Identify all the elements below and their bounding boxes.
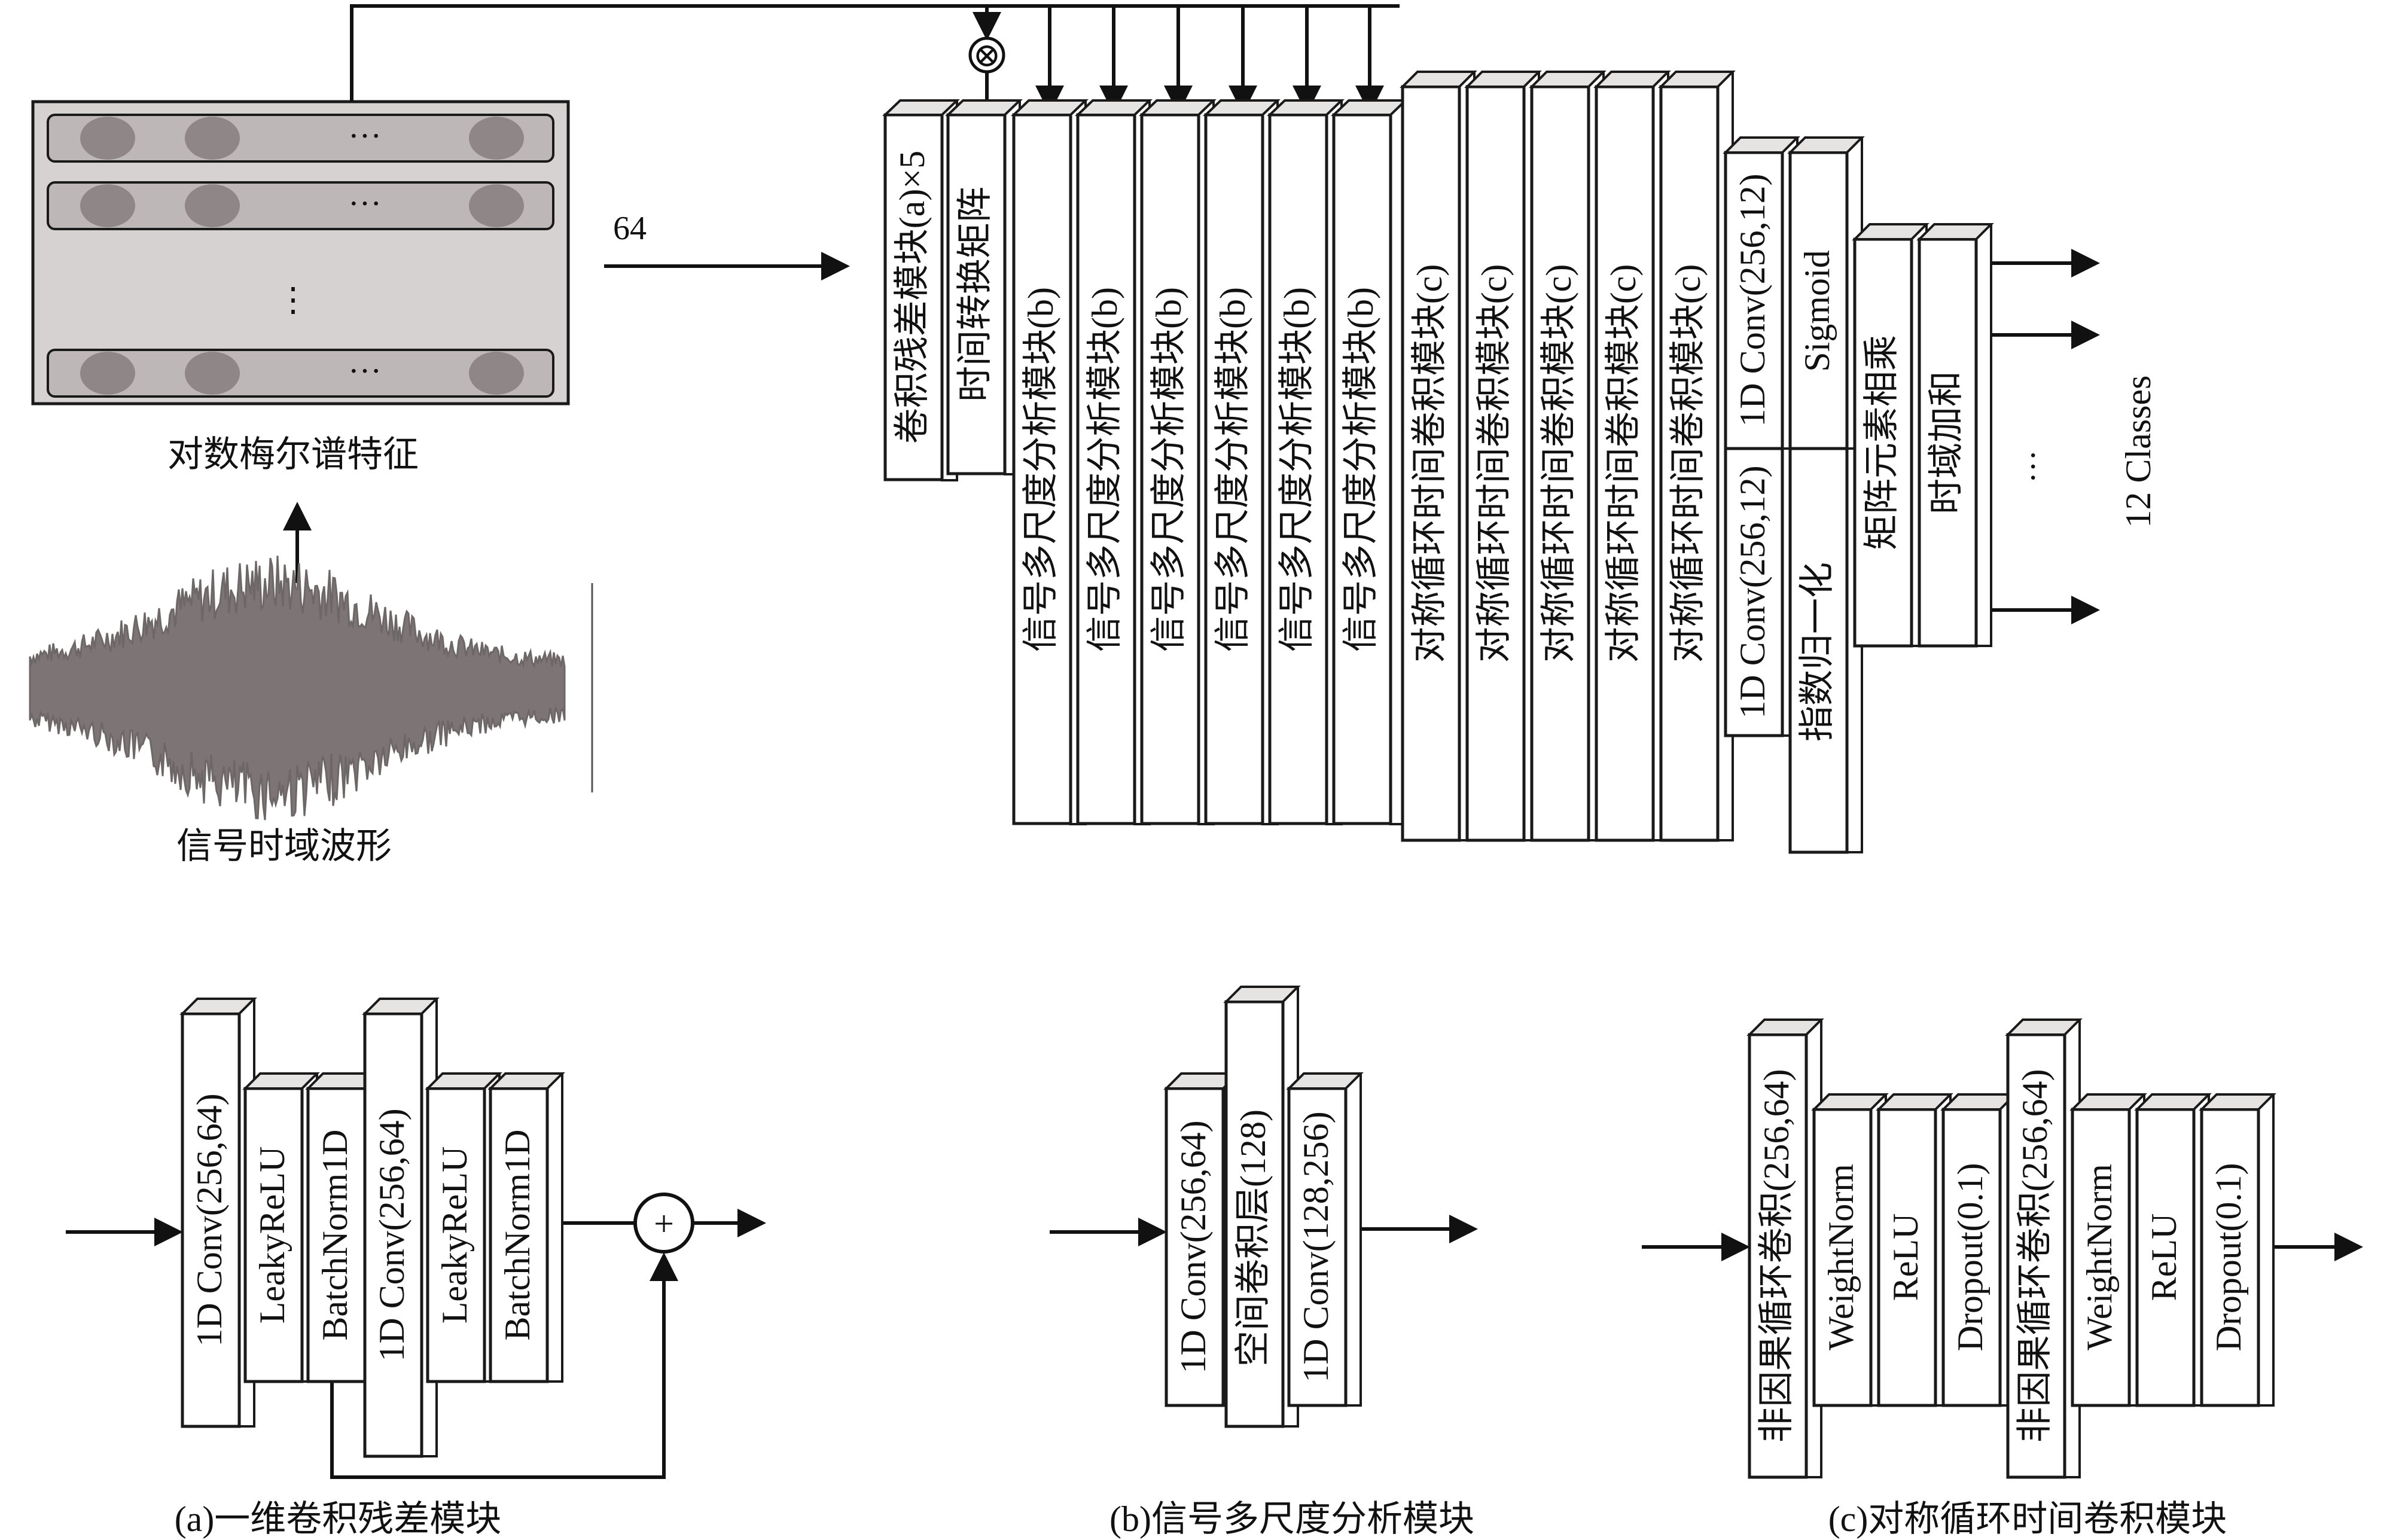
main-block-8: 信号多尺度分析模块(b) (1331, 99, 1409, 825)
layer-label: LeakyReLU (435, 1146, 474, 1324)
softmax-block: 指数归一化 (1788, 447, 1863, 854)
row-ellipsis: ··· (348, 353, 382, 390)
layer-label: Dropout(0.1) (1950, 1163, 1990, 1352)
main-block-2: 时间转换矩阵 (945, 99, 1023, 475)
module-a-caption: (a)一维卷积残差模块 (175, 1499, 502, 1539)
module-c-layer-1: 非因果循环卷积(256,64) (1746, 1018, 1824, 1479)
block-label: 对称循环时间卷积模块(c) (1539, 264, 1578, 663)
module-b-caption: (b)信号多尺度分析模块 (1109, 1499, 1474, 1539)
waveform-label: 信号时域波形 (176, 827, 392, 866)
block-label: 对称循环时间卷积模块(c) (1410, 264, 1449, 663)
module-b-layer-2: 空间卷积层(128) (1223, 986, 1301, 1428)
main-block-13: 对称循环时间卷积模块(c) (1658, 71, 1736, 842)
block-label: 卷积残差模块(a)×5 (892, 151, 932, 444)
module-a-layer-1: 1D Conv(256,64) (179, 998, 257, 1428)
main-block-6: 信号多尺度分析模块(b) (1203, 99, 1281, 825)
layer-label: BatchNorm1D (315, 1129, 355, 1340)
time-sum-label: 时域加和 (1927, 371, 1966, 514)
block-label: 信号多尺度分析模块(b) (1213, 287, 1252, 652)
skip-connection (350, 4, 1001, 102)
layer-label: 非因果循环卷积(256,64) (1757, 1069, 1796, 1443)
block-label: 对称循环时间卷积模块(c) (1668, 264, 1708, 663)
module-a-layer-4: 1D Conv(256,64) (362, 998, 440, 1458)
module-a-layer-5: LeakyReLU (425, 1072, 502, 1383)
spectrogram: ··· ··· ⋮ ··· (31, 100, 570, 405)
block-label: 信号多尺度分析模块(b) (1021, 287, 1060, 652)
conv-upper-block: 1D Conv(256,12) (1723, 136, 1800, 450)
main-block-3: 信号多尺度分析模块(b) (1011, 99, 1089, 825)
module-c-layer-8: Dropout(0.1) (2199, 1093, 2276, 1407)
sigmoid-label: Sigmoid (1797, 250, 1837, 371)
block-label: 信号多尺度分析模块(b) (1341, 287, 1380, 652)
waveform (29, 556, 593, 821)
main-block-12: 对称循环时间卷积模块(c) (1593, 71, 1671, 842)
output-arrows (1992, 249, 2100, 624)
main-block-7: 信号多尺度分析模块(b) (1267, 99, 1345, 825)
module-c-layer-4: Dropout(0.1) (1940, 1093, 2018, 1407)
layer-label: 1D Conv(256,64) (372, 1108, 411, 1361)
conv-lower-block: 1D Conv(256,12) (1724, 447, 1799, 737)
time-sum-block: 时域加和 (1916, 223, 1994, 648)
spectrogram-row: ··· (47, 349, 554, 398)
classes-label: 12 Classes (2118, 376, 2158, 528)
main-block-9: 对称循环时间卷积模块(c) (1400, 71, 1477, 842)
column-ellipsis: ⋮ (276, 282, 310, 319)
module-c-layer-3: ReLU (1876, 1093, 1953, 1407)
residual-connection (330, 1252, 678, 1479)
module-c-layer-5: 非因果循环卷积(256,64) (2005, 1018, 2083, 1479)
sigmoid-block: Sigmoid (1787, 136, 1865, 450)
layer-label: 空间卷积层(128) (1233, 1109, 1273, 1367)
layer-label: Dropout(0.1) (2209, 1163, 2248, 1352)
module-b: 1D Conv(256,64) 空间卷积层(128) 1D Conv(128,2… (1050, 986, 1478, 1428)
spectrogram-label: 对数梅尔谱特征 (167, 435, 419, 474)
add-symbol: + (654, 1204, 674, 1243)
layer-label: ReLU (1886, 1213, 1925, 1301)
main-block-10: 对称循环时间卷积模块(c) (1464, 71, 1542, 842)
layer-label: WeightNorm (1821, 1164, 1861, 1350)
conv-upper-label: 1D Conv(256,12) (1733, 173, 1772, 426)
block-label: 对称循环时间卷积模块(c) (1604, 264, 1643, 663)
main-block-5: 信号多尺度分析模块(b) (1139, 99, 1217, 825)
module-a-layer-2: LeakyReLU (242, 1072, 320, 1383)
module-c-layer-2: WeightNorm (1811, 1093, 1889, 1407)
row-ellipsis: ··· (348, 118, 382, 155)
softmax-label: 指数归一化 (1797, 562, 1837, 742)
block-label: 信号多尺度分析模块(b) (1085, 287, 1124, 652)
layer-label: LeakyReLU (252, 1146, 292, 1324)
elementwise-label: 矩阵元素相乘 (1862, 335, 1901, 550)
layer-label: 1D Conv(256,64) (190, 1093, 229, 1346)
block-label: 时间转换矩阵 (955, 187, 995, 402)
spectrogram-row: ··· (47, 181, 554, 230)
module-b-layer-3: 1D Conv(128,256) (1286, 1072, 1364, 1407)
block-label: 对称循环时间卷积模块(c) (1474, 264, 1514, 663)
elementwise-block: 矩阵元素相乘 (1852, 223, 1929, 648)
block-label: 信号多尺度分析模块(b) (1277, 287, 1316, 652)
multiply-symbol: ⊗ (973, 37, 1001, 74)
spectrogram-row: ··· (47, 114, 554, 163)
block-label: 信号多尺度分析模块(b) (1149, 287, 1188, 652)
module-a: 1D Conv(256,64) LeakyReLU BatchNorm1D 1D… (66, 998, 766, 1479)
module-c: 非因果循环卷积(256,64) WeightNorm ReLU Dropout(… (1642, 1018, 2363, 1479)
module-c-layer-7: ReLU (2134, 1093, 2212, 1407)
outputs-ellipsis: ··· (2015, 450, 2052, 483)
module-c-layer-6: WeightNorm (2069, 1093, 2147, 1407)
row-ellipsis: ··· (348, 185, 382, 222)
main-block-11: 对称循环时间卷积模块(c) (1529, 71, 1607, 842)
layer-label: ReLU (2144, 1213, 2184, 1301)
layer-label: BatchNorm1D (498, 1129, 537, 1340)
input-dimension-label: 64 (613, 210, 647, 247)
layer-label: WeightNorm (2080, 1164, 2119, 1350)
main-block-4: 信号多尺度分析模块(b) (1075, 99, 1153, 825)
layer-label: 1D Conv(128,256) (1296, 1111, 1336, 1382)
bus-branches (987, 4, 1400, 114)
conv-lower-label: 1D Conv(256,12) (1733, 465, 1772, 718)
module-a-layer-6: BatchNorm1D (487, 1072, 565, 1383)
module-c-caption: (c)对称循环时间卷积模块 (1828, 1499, 2227, 1539)
layer-label: 1D Conv(256,64) (1173, 1120, 1213, 1373)
main-block-1: 卷积残差模块(a)×5 (882, 99, 960, 481)
layer-label: 非因果循环卷积(256,64) (2015, 1069, 2054, 1443)
